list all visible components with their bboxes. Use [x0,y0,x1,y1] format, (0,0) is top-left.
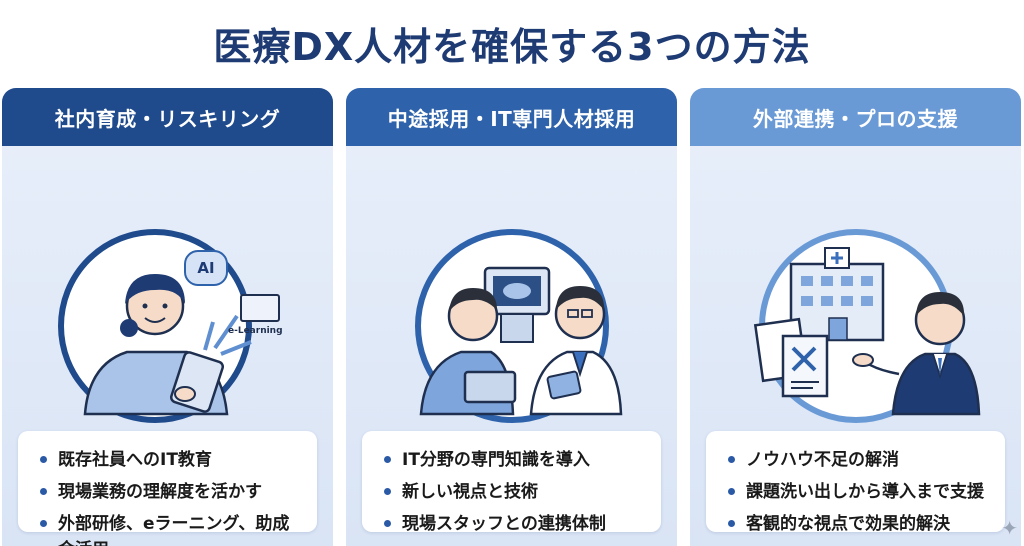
column-body: AI e-Learning 既存社員へのIT教育 現場業務の理解度を活かす 外部… [2,146,333,546]
bullet-card: 既存社員へのIT教育 現場業務の理解度を活かす 外部研修、eラーニング、助成金活… [18,431,317,546]
sparkle-icon: ✦ [1001,516,1018,540]
bullet-item: 現場業務の理解度を活かす [38,479,299,505]
bullet-item: 外部研修、eラーニング、助成金活用 [38,511,299,546]
it-staff-doctor-icon [381,224,643,424]
column-body: IT分野の専門知識を導入 新しい視点と技術 現場スタッフとの連携体制 [346,146,677,546]
bullet-card: ノウハウ不足の解消 課題洗い出しから導入まで支援 客観的な視点で効果的解決 [706,431,1005,534]
nurse-tablet-icon [37,224,299,424]
bullet-card: IT分野の専門知識を導入 新しい視点と技術 現場スタッフとの連携体制 [362,431,661,534]
elearning-label: e-Learning [228,326,283,336]
ai-brain-icon: AI [184,250,228,286]
column-header: 中途採用・IT専門人材採用 [346,88,677,146]
bullet-item: IT分野の専門知識を導入 [382,447,643,473]
bullet-item: 客観的な視点で効果的解決 [726,511,987,537]
bullet-item: 新しい視点と技術 [382,479,643,505]
bullet-item: ノウハウ不足の解消 [726,447,987,473]
page-title: 医療DX人材を確保する3つの方法 [213,25,811,69]
bullet-item: 課題洗い出しから導入まで支援 [726,479,987,505]
bullet-item: 現場スタッフとの連携体制 [382,511,643,537]
column-header: 社内育成・リスキリング [2,88,333,146]
column-header: 外部連携・プロの支援 [690,88,1021,146]
bullet-item: 既存社員へのIT教育 [38,447,299,473]
method-column-mid-career: 中途採用・IT専門人材採用 [346,88,677,546]
hospital-consultant-icon [725,224,987,424]
method-column-external-support: 外部連携・プロの支援 [690,88,1021,546]
method-column-reskilling: 社内育成・リスキリング AI e [2,88,333,546]
column-body: ノウハウ不足の解消 課題洗い出しから導入まで支援 客観的な視点で効果的解決 [690,146,1021,546]
ebook-icon [240,294,280,322]
